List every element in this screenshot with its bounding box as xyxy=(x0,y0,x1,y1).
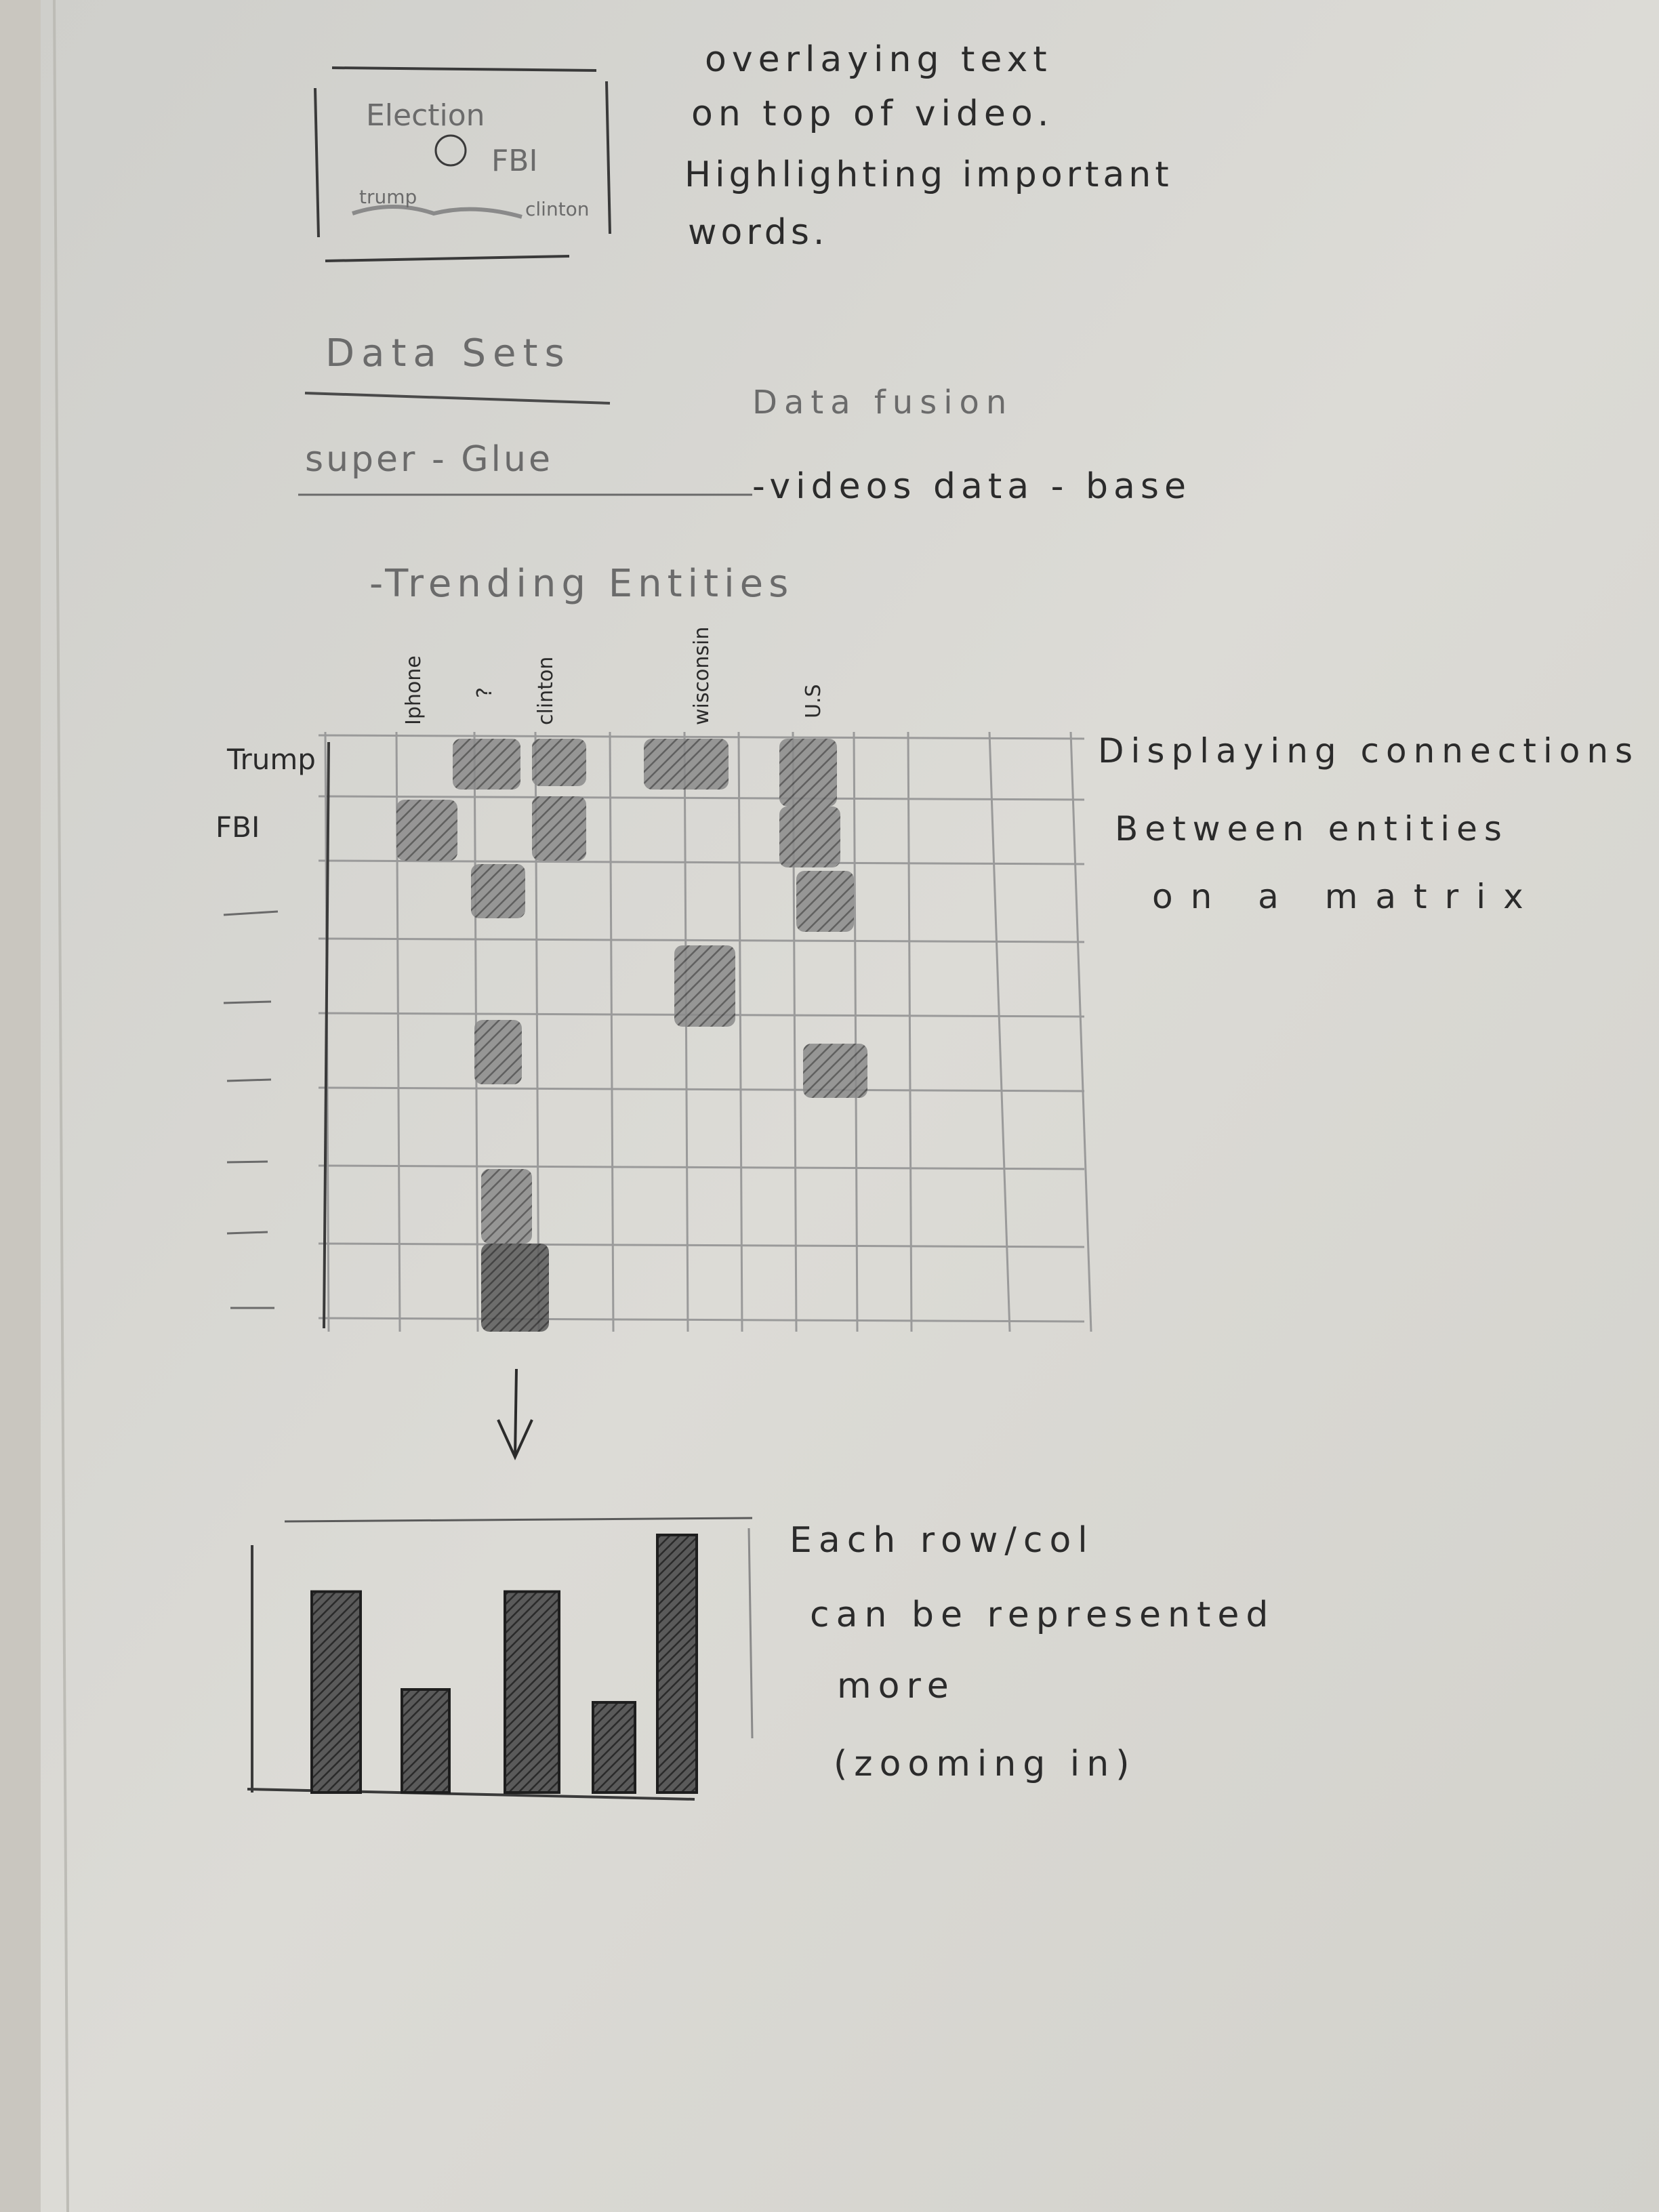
matrix-row-labels: Trump FBI xyxy=(216,743,316,844)
matrix-gridline xyxy=(318,1086,1085,1092)
row-label-placeholder xyxy=(223,910,279,916)
data-fusion-label: Data fusion xyxy=(752,384,1013,422)
matrix-shaded-cell xyxy=(474,1020,522,1084)
row-label: Trump xyxy=(226,743,316,776)
column-label: ? xyxy=(473,687,497,698)
matrix-shaded-cell xyxy=(779,806,840,867)
bar-group xyxy=(310,1534,698,1795)
matrix-gridline xyxy=(853,731,859,1332)
matrix-gridline xyxy=(318,937,1085,943)
video-sketch-trump: trump xyxy=(359,186,417,208)
column-label: U.S xyxy=(802,684,825,718)
matrix-gridline xyxy=(907,731,913,1332)
matrix-gridline xyxy=(318,1242,1085,1248)
zoom-note-line: Each row/col xyxy=(790,1520,1094,1561)
matrix-gridline xyxy=(1069,731,1092,1332)
video-sketch-clinton: clinton xyxy=(525,198,590,220)
row-label-placeholder xyxy=(226,1078,272,1082)
matrix-gridline xyxy=(318,795,1085,801)
entity-matrix xyxy=(223,731,1092,1332)
zoom-note-line: (zooming in) xyxy=(834,1744,1136,1784)
zoom-note: Each row/col can be represented more (zo… xyxy=(790,1520,1275,1784)
video-sketch xyxy=(314,66,611,262)
overlay-note-line: overlaying text xyxy=(705,39,1052,80)
matrix-gridline xyxy=(683,731,689,1332)
matrix-gridline xyxy=(737,731,743,1332)
bar xyxy=(401,1688,451,1794)
column-label: Iphone xyxy=(402,655,426,725)
pipeline-right-label: -videos data - base xyxy=(752,466,1191,507)
matrix-shaded-cell xyxy=(481,1244,549,1332)
overlay-note: overlaying text on top of video. Highlig… xyxy=(684,39,1173,253)
matrix-gridline xyxy=(609,731,615,1332)
row-label-placeholder xyxy=(226,1231,268,1235)
bar xyxy=(592,1701,636,1794)
data-sets-underline xyxy=(304,392,611,405)
matrix-shaded-cell xyxy=(796,871,854,932)
overlay-note-line: on top of video. xyxy=(691,94,1054,134)
paper-page xyxy=(41,0,1659,2212)
trending-entities-label: -Trending Entities xyxy=(369,562,794,606)
pipeline-left-label: super - Glue xyxy=(305,439,553,480)
overlay-note-line: words. xyxy=(688,212,828,253)
matrix-gridline xyxy=(318,1317,1085,1323)
data-sets-heading: Data Sets xyxy=(325,331,571,375)
matrix-column-labels: Iphone ? clinton wisconsin U.S xyxy=(402,627,825,725)
matrix-gridline xyxy=(318,734,1085,740)
bar xyxy=(310,1590,362,1795)
row-label: FBI xyxy=(216,811,260,844)
matrix-shaded-cell xyxy=(481,1169,532,1244)
column-label: clinton xyxy=(534,657,558,725)
matrix-note-line: on a matrix xyxy=(1152,877,1541,916)
matrix-shaded-cell xyxy=(532,796,586,861)
down-arrow-icon xyxy=(497,1368,533,1460)
matrix-shaded-cell xyxy=(644,739,729,790)
row-label-placeholder xyxy=(223,1000,272,1004)
bar xyxy=(656,1534,698,1794)
video-sketch-title: Election xyxy=(366,98,485,133)
matrix-note-line: Between entities xyxy=(1115,809,1509,848)
matrix-axis xyxy=(323,741,330,1329)
overlay-note-line: Highlighting important xyxy=(684,155,1173,195)
matrix-gridline xyxy=(318,1164,1085,1170)
matrix-shaded-cell xyxy=(471,864,525,918)
matrix-gridline xyxy=(988,731,1011,1332)
matrix-shaded-cell xyxy=(674,945,735,1027)
page-binding-line xyxy=(53,0,69,2212)
column-label: wisconsin xyxy=(690,627,714,725)
zoom-note-line: can be represented xyxy=(810,1595,1275,1635)
video-sketch-fbi: FBI xyxy=(491,144,537,178)
zoom-note-line: more xyxy=(837,1666,956,1706)
previous-page-edge xyxy=(0,0,41,2212)
bar xyxy=(504,1590,560,1795)
matrix-shaded-cell xyxy=(453,739,520,790)
bar-sketch xyxy=(247,1517,754,1801)
matrix-shaded-cell xyxy=(803,1044,867,1098)
matrix-gridline xyxy=(318,859,1085,865)
matrix-note: Displaying connections Between entities … xyxy=(1098,731,1639,916)
matrix-shaded-cell xyxy=(532,739,586,786)
matrix-shaded-cell xyxy=(396,800,457,861)
matrix-note-line: Displaying connections xyxy=(1098,731,1639,771)
matrix-shaded-cell xyxy=(779,739,837,806)
